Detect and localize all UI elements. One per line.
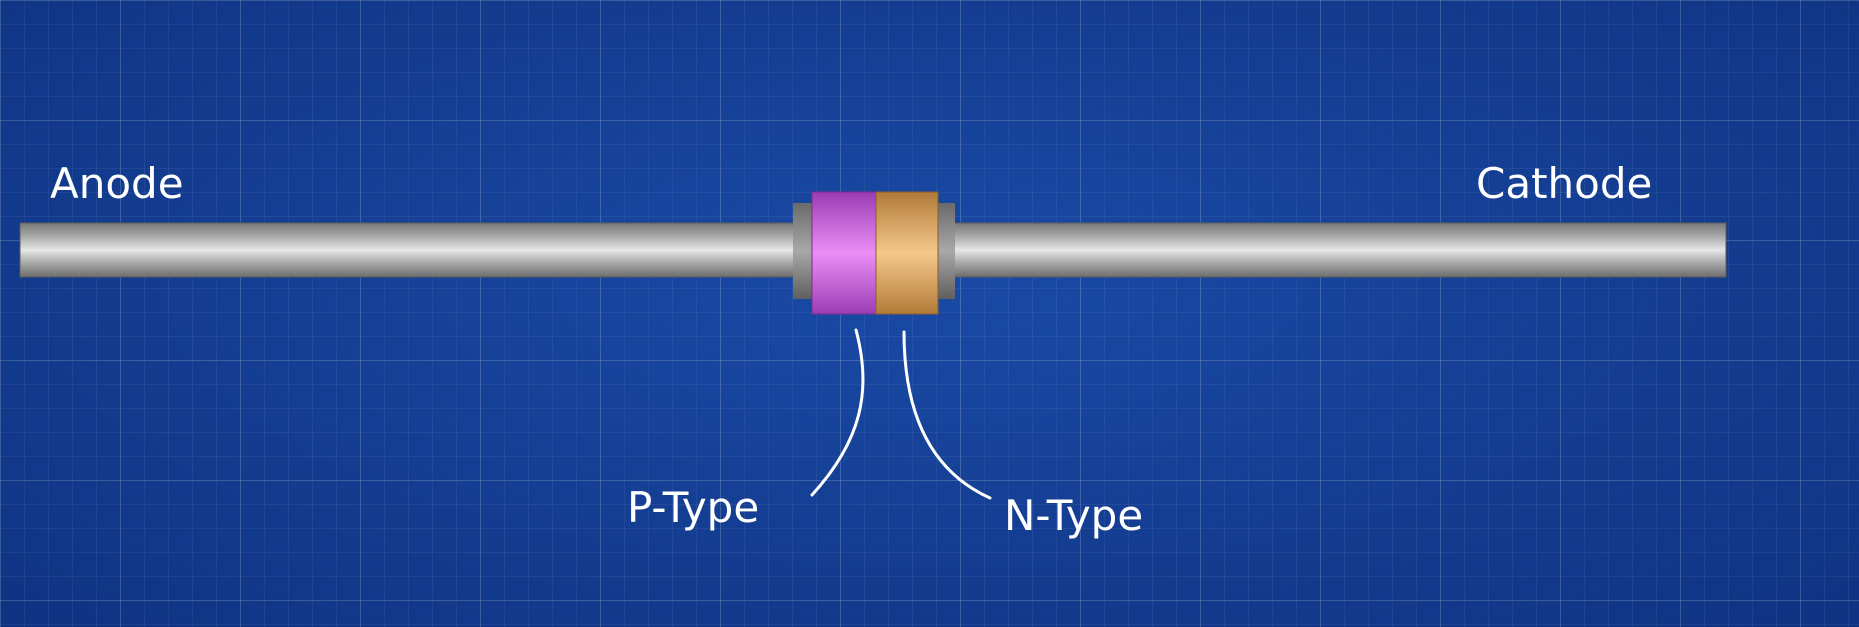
p-type-leader-line: [810, 328, 865, 497]
cathode-end-cap: [935, 203, 955, 299]
n-type-region: [875, 191, 939, 315]
n-type-leader-line: [902, 330, 992, 500]
anode-lead: [19, 222, 801, 278]
n-type-label: N-Type: [1004, 491, 1143, 540]
cathode-lead: [939, 222, 1727, 278]
anode-end-cap: [793, 203, 813, 299]
p-type-label: P-Type: [627, 483, 759, 532]
p-type-region: [811, 191, 877, 315]
cathode-label: Cathode: [1476, 159, 1652, 208]
anode-label: Anode: [50, 159, 184, 208]
